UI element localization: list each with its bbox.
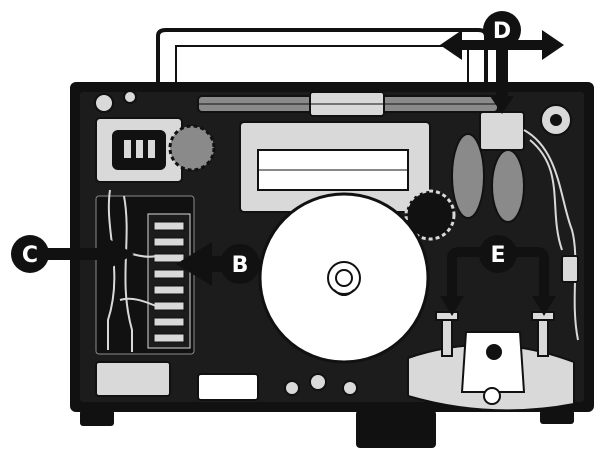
callout-b: B <box>176 242 260 286</box>
callout-d-label: D <box>493 19 511 44</box>
callout-b-label: B <box>232 253 249 278</box>
bottom-components <box>95 361 358 401</box>
callout-c-label: C <box>22 243 38 268</box>
callout-d: D <box>440 11 564 114</box>
cable-connector <box>561 255 579 283</box>
callout-e: E <box>440 235 556 316</box>
foot-left <box>80 410 114 426</box>
terminal-strip <box>95 195 195 355</box>
switch-block <box>479 111 525 151</box>
hole-center <box>550 114 562 126</box>
power-socket <box>95 117 183 183</box>
right-wiring <box>523 129 579 341</box>
carrying-handle <box>156 28 488 88</box>
lamp-carrier <box>407 331 575 412</box>
large-reel-disc <box>258 192 430 364</box>
clamp-posts <box>435 311 555 357</box>
callout-e-label: E <box>490 243 505 268</box>
foot-right <box>540 410 574 424</box>
motor-housing <box>239 121 431 213</box>
top-shaft <box>197 91 499 117</box>
gear-upper-left <box>168 124 216 172</box>
callout-c: C <box>11 235 134 273</box>
foot-center <box>356 410 436 448</box>
